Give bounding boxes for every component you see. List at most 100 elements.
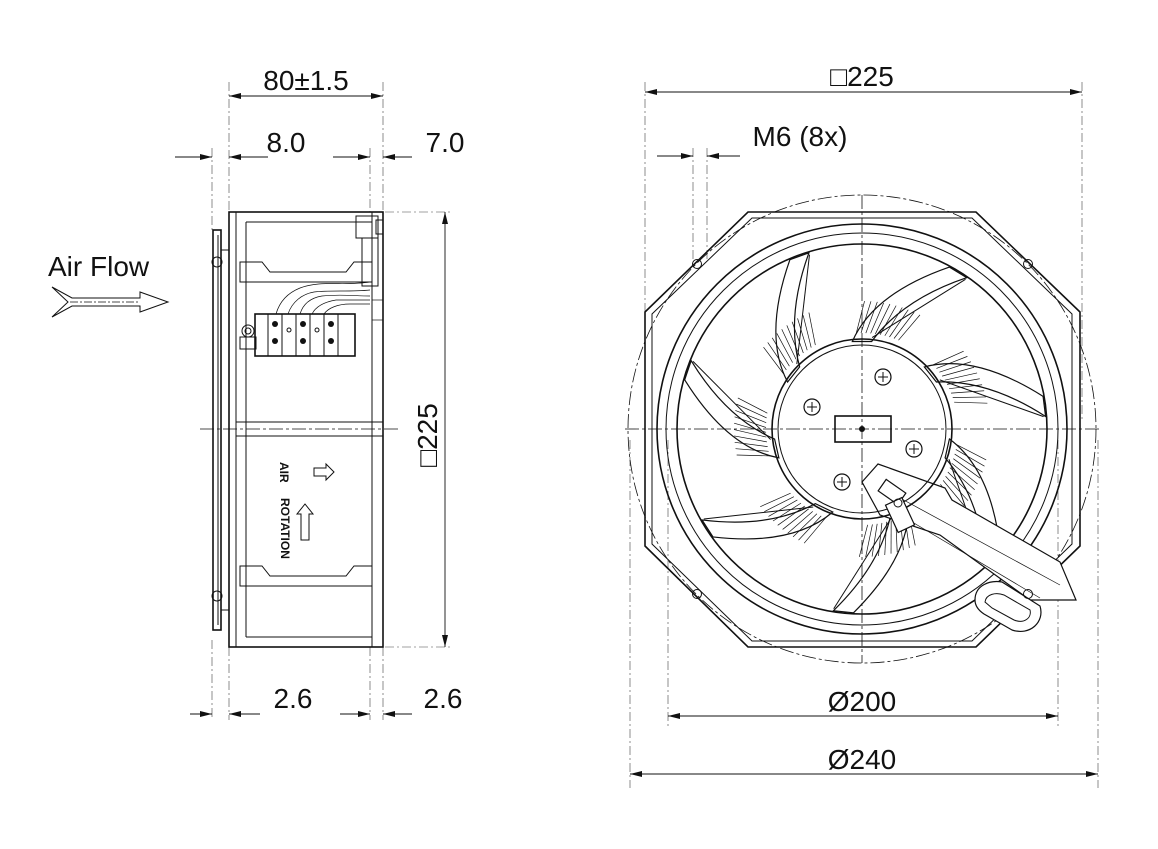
side-view: AIR ROTATION Air Flow 80±1.5 8.0 7.0 □22… — [48, 65, 464, 720]
impeller-blade — [923, 363, 1047, 418]
dim-square: □225 — [830, 61, 894, 92]
blade-hatch — [855, 300, 865, 334]
front-extension-lines — [629, 82, 1099, 788]
mounting-hole-icon — [1023, 259, 1033, 269]
dim-inner-diameter: Ø200 — [828, 686, 897, 717]
blade-hatch — [949, 384, 983, 390]
blade-hatch — [737, 397, 768, 414]
blade-hatch — [736, 403, 767, 419]
blade-hatch — [734, 441, 768, 447]
cable-grommet — [877, 478, 916, 534]
mounting-hole-icon — [1023, 589, 1033, 599]
blade-hatch — [933, 350, 964, 366]
blade-hatch — [734, 422, 767, 433]
blade-hatch — [884, 521, 887, 555]
dim-inlet: 8.0 — [267, 127, 306, 158]
blade-hatch — [865, 301, 878, 334]
terminal-block — [239, 281, 371, 357]
mounting-hole-icon — [692, 259, 702, 269]
blade-hatch — [865, 524, 873, 558]
fan-housing-side — [211, 211, 384, 648]
mounting-hole-icon — [692, 589, 702, 599]
front-flange — [644, 211, 1081, 648]
blade-hatch — [954, 453, 983, 473]
cable-channel — [861, 463, 1077, 632]
blade-hatch — [951, 390, 985, 394]
blade-hatch — [764, 496, 795, 512]
blade-hatch — [956, 444, 987, 461]
blade-hatch — [735, 410, 767, 424]
blade-hatch — [791, 321, 804, 354]
blade-hatch — [768, 499, 798, 517]
side-extension-lines — [211, 82, 452, 720]
impeller-blade — [684, 359, 780, 459]
blade-hatch — [733, 429, 767, 438]
blade-hatch — [772, 502, 802, 522]
blade-hatch — [936, 356, 968, 369]
blade-hatch — [734, 435, 767, 443]
blade-hatch — [939, 361, 972, 373]
impeller-blade — [700, 502, 834, 540]
blade-hatch — [879, 305, 897, 335]
blade-hatch — [776, 333, 793, 363]
hub-screws — [803, 368, 923, 491]
impeller-blade — [832, 502, 910, 614]
blade-hatch — [771, 337, 790, 367]
blade-hatch — [781, 329, 797, 360]
blade-hatch — [792, 513, 818, 538]
screw-icon — [833, 473, 851, 491]
blade-hatch — [802, 315, 812, 348]
blade-hatch — [797, 318, 808, 351]
blade-hatch — [953, 458, 981, 479]
front-view: □225 M6 (8x) Ø200 Ø240 — [625, 61, 1102, 788]
blade-hatch — [808, 312, 816, 346]
blade-hatch — [777, 505, 805, 526]
impeller-blade — [851, 266, 969, 343]
blade-hatch — [803, 517, 826, 544]
airflow-rotation-marks: AIR ROTATION — [277, 462, 335, 559]
blade-edge — [833, 515, 893, 610]
dim-height: □225 — [412, 403, 443, 467]
blade-hatch — [782, 508, 809, 530]
screw-icon — [803, 398, 821, 416]
air-label: AIR — [277, 462, 291, 483]
side-dimensions: 80±1.5 8.0 7.0 □225 2.6 2.6 — [175, 65, 464, 717]
mounting-holes — [692, 259, 1033, 599]
blade-hatch — [944, 372, 978, 381]
impeller-blade — [775, 251, 810, 384]
blade-hatch — [947, 471, 972, 496]
blade-hatch — [736, 454, 770, 457]
blade-hatch — [787, 511, 813, 534]
blade-hatch — [951, 462, 978, 485]
air-flow-indicator: Air Flow — [48, 251, 170, 318]
blade-hatch — [786, 325, 800, 357]
dim-bottom-left: 2.6 — [274, 683, 313, 714]
blade-hatch — [945, 475, 969, 501]
blade-hatch — [946, 378, 980, 385]
blade-hatch — [898, 314, 921, 341]
blade-hatch — [870, 302, 884, 334]
blade-hatch — [942, 480, 965, 507]
blade-hatch — [949, 467, 975, 490]
screw-icon — [905, 440, 923, 458]
blade-hatch — [893, 311, 915, 339]
blade-hatch — [952, 396, 986, 398]
blade-hatch — [889, 309, 909, 338]
blade-hatch — [760, 492, 791, 507]
dim-bottom-right: 2.6 — [424, 683, 463, 714]
dim-depth: 80±1.5 — [263, 65, 348, 96]
blade-hatch — [763, 346, 784, 374]
dim-outer-diameter: Ø240 — [828, 744, 897, 775]
blade-hatch — [734, 416, 767, 428]
blade-hatch — [735, 448, 769, 452]
rotation-label: ROTATION — [278, 498, 292, 559]
blade-hatch — [875, 303, 891, 335]
blade-hatch — [942, 366, 975, 377]
air-flow-label: Air Flow — [48, 251, 150, 282]
blade-hatch — [954, 401, 988, 404]
blade-hatch — [884, 307, 903, 336]
blade-edge — [692, 361, 771, 440]
screw-icon — [874, 368, 892, 386]
dim-thread: M6 (8x) — [753, 121, 848, 152]
